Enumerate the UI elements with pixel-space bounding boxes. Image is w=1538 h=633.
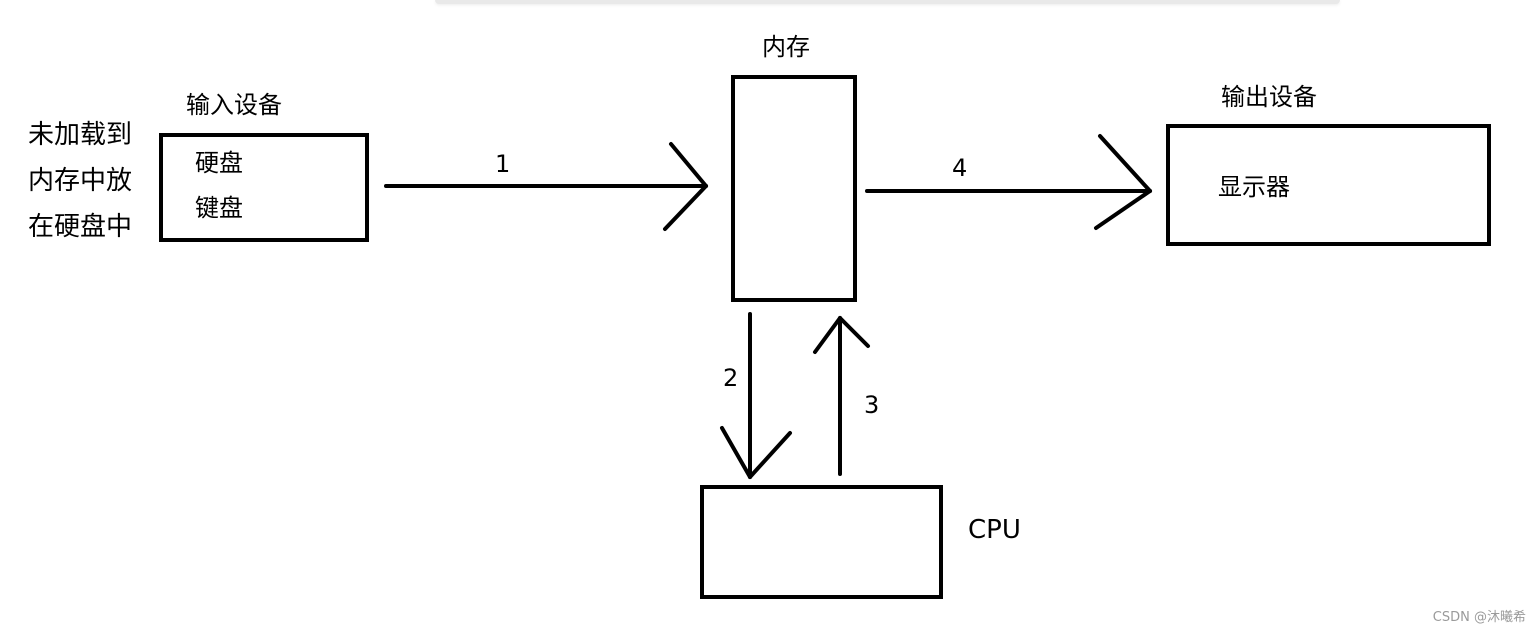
note-line: 内存中放 bbox=[28, 166, 133, 196]
output-device-item-monitor: 显示器 bbox=[1218, 173, 1290, 201]
memory-box bbox=[731, 75, 857, 302]
input-device-box bbox=[159, 133, 369, 242]
note-line: 未加载到 bbox=[28, 120, 133, 150]
cpu-label: CPU bbox=[968, 515, 1021, 545]
input-device-item-keyboard: 键盘 bbox=[195, 194, 243, 222]
arrow-label-1: 1 bbox=[495, 150, 511, 178]
arrow-input-to-memory bbox=[384, 142, 708, 231]
input-device-title: 输入设备 bbox=[186, 91, 282, 119]
cpu-box bbox=[700, 485, 943, 599]
arrow-memory-to-cpu bbox=[720, 312, 792, 479]
note-text: 未加载到 内存中放 在硬盘中 bbox=[28, 112, 148, 250]
input-device-item-hdd: 硬盘 bbox=[195, 149, 243, 177]
arrow-cpu-to-memory bbox=[813, 316, 870, 476]
arrow-label-3: 3 bbox=[864, 391, 880, 419]
arrow-label-2: 2 bbox=[723, 364, 739, 392]
arrow-memory-to-output bbox=[865, 134, 1152, 230]
output-device-box bbox=[1166, 124, 1491, 246]
watermark: CSDN @沐曦希 bbox=[1432, 610, 1526, 625]
window-top-strip bbox=[435, 0, 1340, 4]
memory-title: 内存 bbox=[762, 33, 810, 61]
output-device-title: 输出设备 bbox=[1221, 83, 1317, 111]
note-line: 在硬盘中 bbox=[28, 212, 133, 242]
arrow-label-4: 4 bbox=[952, 154, 968, 182]
